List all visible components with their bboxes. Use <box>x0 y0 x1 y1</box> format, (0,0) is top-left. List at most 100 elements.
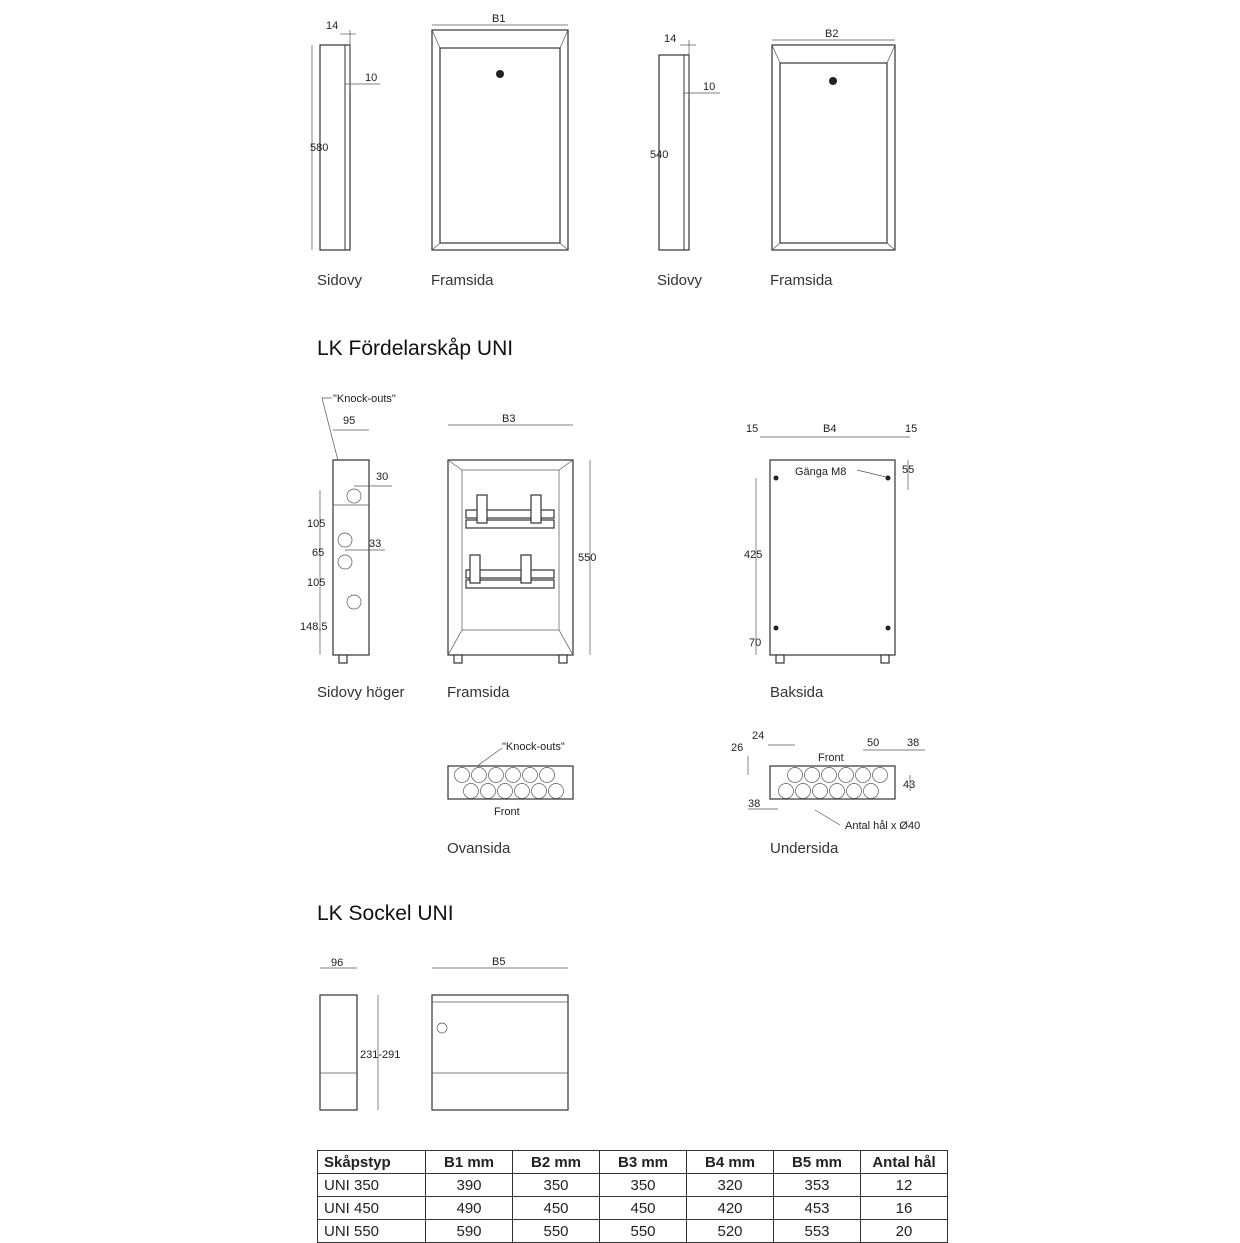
knockout-hole <box>539 767 555 783</box>
width-dim-b4: B4 <box>823 423 836 435</box>
table-cell: UNI 450 <box>317 1196 426 1220</box>
table-cell: 420 <box>686 1196 774 1220</box>
top-view: "Knock-outs" Front Ovansida <box>447 741 574 857</box>
back-view: 15 B4 15 Gänga M8 55 425 70 Baksida <box>744 423 917 701</box>
table-cell: 12 <box>860 1173 948 1197</box>
bottom-caption: Undersida <box>770 840 839 857</box>
side-depth-dim: 95 <box>343 415 355 427</box>
knockouts-label-top: "Knock-outs" <box>502 741 565 753</box>
top-caption: Ovansida <box>447 840 511 857</box>
lock-icon-2 <box>829 77 837 85</box>
table-header: B2 mm <box>512 1150 600 1174</box>
front-view-2: B2 Framsida <box>770 28 896 289</box>
back-dim-right: 15 <box>905 423 917 435</box>
lock-icon <box>496 70 504 78</box>
table-cell: 490 <box>425 1196 513 1220</box>
knockout-hole <box>855 767 871 783</box>
dim-425: 425 <box>744 549 762 561</box>
bottom-view: 24 26 Front 50 38 43 38 Antal hål x Ø40 … <box>731 730 925 857</box>
table-cell: 350 <box>512 1173 600 1197</box>
dim-148: 148,5 <box>300 621 328 633</box>
table-cell: 553 <box>773 1219 861 1243</box>
sockel-side-view: 96 231-291 <box>319 957 400 1111</box>
dim-30: 30 <box>376 471 388 483</box>
table-cell: 320 <box>686 1173 774 1197</box>
table-cell: 390 <box>425 1173 513 1197</box>
dim-33: 33 <box>369 538 381 550</box>
knockout-hole <box>531 783 547 799</box>
dim-65: 65 <box>312 547 324 559</box>
spec-table: Skåpstyp B1 mm B2 mm B3 mm B4 mm B5 mm A… <box>317 1150 948 1243</box>
table-header: B1 mm <box>425 1150 513 1174</box>
table-cell: 550 <box>512 1219 600 1243</box>
table-cell: 353 <box>773 1173 861 1197</box>
back-caption: Baksida <box>770 684 824 701</box>
dim-43: 43 <box>903 779 915 791</box>
knockout-hole <box>778 783 794 799</box>
knockout-hole <box>863 783 879 799</box>
dim-38b: 38 <box>748 798 760 810</box>
knockout-hole <box>522 767 538 783</box>
table-cell: 450 <box>512 1196 600 1220</box>
sockel-front-view: B5 <box>431 956 569 1111</box>
sockel-depth-dim: 96 <box>331 957 343 969</box>
knockout-hole <box>838 767 854 783</box>
table-header: Antal hål <box>860 1150 948 1174</box>
side-caption-1: Sidovy <box>317 272 363 289</box>
table-header: B5 mm <box>773 1150 861 1174</box>
side-right-caption: Sidovy höger <box>317 684 405 701</box>
knockout-hole <box>872 767 888 783</box>
knockout-hole <box>787 767 803 783</box>
height-dim-1: 580 <box>310 142 328 154</box>
knockout-hole <box>497 783 513 799</box>
dim-24: 24 <box>752 730 764 742</box>
table-cell: 590 <box>425 1219 513 1243</box>
width-dim-b1: B1 <box>492 13 505 25</box>
width-dim-b5: B5 <box>492 956 505 968</box>
table-cell: 520 <box>686 1219 774 1243</box>
thread-label: Gänga M8 <box>795 466 846 478</box>
side-view-right: "Knock-outs" 95 30 33 105 65 105 148,5 S… <box>300 393 405 701</box>
section-title-sockel: LK Sockel UNI <box>317 902 454 925</box>
top-front-label: Front <box>494 806 520 818</box>
knockout-hole <box>480 783 496 799</box>
height-dim-550: 550 <box>578 552 596 564</box>
front-uni-caption: Framsida <box>447 684 510 701</box>
knockout-hole <box>505 767 521 783</box>
table-header: Skåpstyp <box>317 1150 426 1174</box>
knockout-hole <box>548 783 564 799</box>
knockout-hole <box>463 783 479 799</box>
table-header-row: Skåpstyp B1 mm B2 mm B3 mm B4 mm B5 mm A… <box>317 1150 948 1174</box>
height-dim-2: 540 <box>650 149 668 161</box>
back-dim-left: 15 <box>746 423 758 435</box>
front-view-uni: B3 550 Framsida <box>447 413 596 701</box>
table-cell: 550 <box>599 1219 687 1243</box>
width-dim-b3: B3 <box>502 413 515 425</box>
dim-70: 70 <box>749 637 761 649</box>
table-row: UNI 350 390 350 350 320 353 12 <box>317 1173 948 1197</box>
front-view-1: B1 Framsida <box>431 13 569 289</box>
knockout-hole <box>821 767 837 783</box>
table-cell: UNI 550 <box>317 1219 426 1243</box>
knockout-hole <box>812 783 828 799</box>
knockout-hole <box>795 783 811 799</box>
table-cell: 453 <box>773 1196 861 1220</box>
table-row: UNI 550 590 550 550 520 553 20 <box>317 1219 948 1243</box>
section-title-uni: LK Fördelarskåp UNI <box>317 337 513 360</box>
knockout-hole <box>488 767 504 783</box>
side-view-1: 14 10 580 Sidovy <box>310 20 380 289</box>
dim-105b: 105 <box>307 577 325 589</box>
bottom-front-label: Front <box>818 752 844 764</box>
table-cell: 450 <box>599 1196 687 1220</box>
knockout-hole <box>514 783 530 799</box>
knockout-hole <box>829 783 845 799</box>
knockout-hole <box>471 767 487 783</box>
table-cell: 350 <box>599 1173 687 1197</box>
depth-dim-1: 14 <box>326 20 338 32</box>
dim-105a: 105 <box>307 518 325 530</box>
width-dim-b2: B2 <box>825 28 838 40</box>
dim-38a: 38 <box>907 737 919 749</box>
knockout-hole <box>804 767 820 783</box>
dim-50: 50 <box>867 737 879 749</box>
